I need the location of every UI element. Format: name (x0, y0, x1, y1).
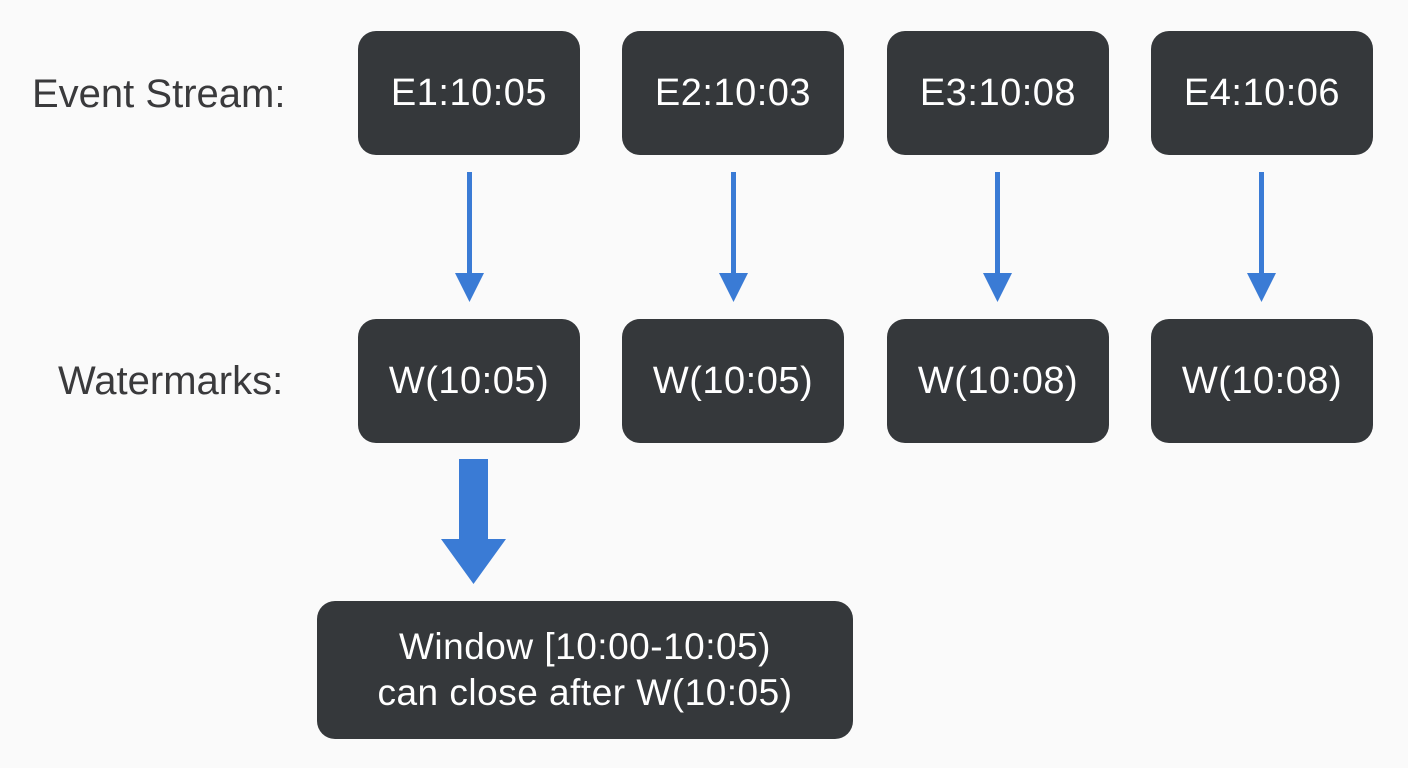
event-box-e1: E1:10:05 (358, 31, 580, 155)
event-stream-label: Event Stream: (32, 72, 286, 116)
event-box-e2: E2:10:03 (622, 31, 844, 155)
arrow-down-icon-4 (1247, 172, 1276, 302)
window-close-line-2: can close after W(10:05) (377, 672, 793, 713)
thick-arrow-down-icon (441, 459, 506, 584)
watermark-label-3: W(10:08) (917, 359, 1079, 402)
watermarks-label: Watermarks: (58, 359, 284, 403)
window-close-box: Window [10:00-10:05) can close after W(1… (317, 601, 853, 739)
watermark-box-2: W(10:05) (622, 319, 844, 443)
arrow-down-icon-3 (983, 172, 1012, 302)
event-label-e1: E1:10:05 (390, 71, 548, 114)
event-box-e4: E4:10:06 (1151, 31, 1373, 155)
event-label-e4: E4:10:06 (1183, 71, 1341, 114)
watermark-label-1: W(10:05) (388, 359, 550, 402)
watermark-label-4: W(10:08) (1181, 359, 1343, 402)
watermark-label-2: W(10:05) (652, 359, 814, 402)
window-close-line-1: Window [10:00-10:05) (399, 626, 771, 667)
watermark-box-3: W(10:08) (887, 319, 1109, 443)
event-label-e2: E2:10:03 (654, 71, 812, 114)
event-label-e3: E3:10:08 (919, 71, 1077, 114)
arrow-down-icon-1 (455, 172, 484, 302)
watermark-box-4: W(10:08) (1151, 319, 1373, 443)
watermark-box-1: W(10:05) (358, 319, 580, 443)
event-box-e3: E3:10:08 (887, 31, 1109, 155)
arrow-down-icon-2 (719, 172, 748, 302)
